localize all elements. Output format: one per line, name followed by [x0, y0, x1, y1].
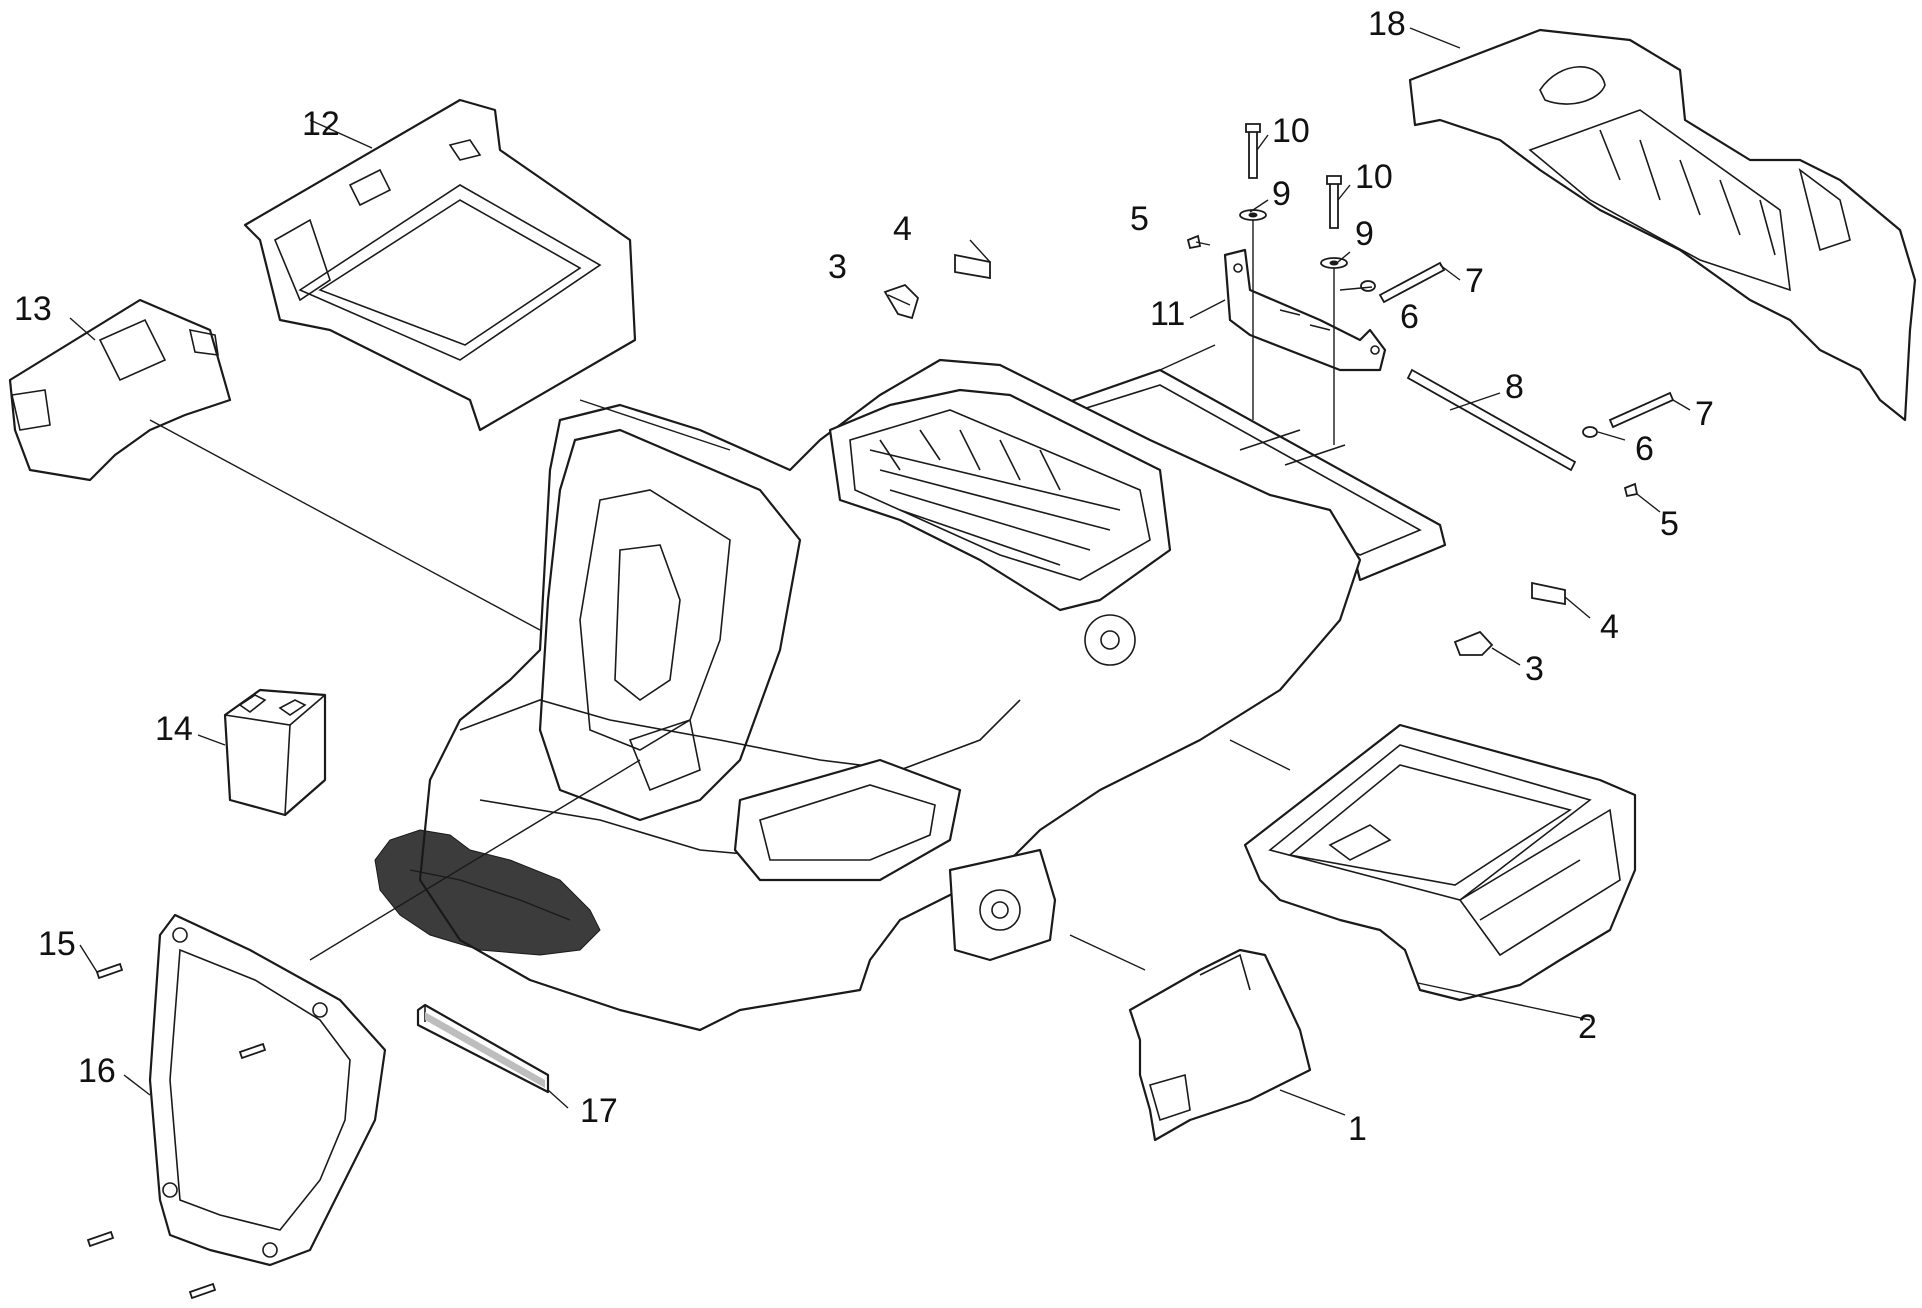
part-18-rear-cover	[1408, 28, 1917, 422]
callout-1: 1	[1348, 1110, 1367, 1148]
callout-17: 17	[580, 1092, 618, 1130]
callout-3b: 3	[1525, 650, 1544, 688]
callout-18: 18	[1368, 5, 1406, 43]
callout-13: 13	[14, 290, 52, 328]
part-14-battery	[223, 688, 327, 817]
callout-7a: 7	[1465, 262, 1484, 300]
callout-8: 8	[1505, 368, 1524, 406]
callout-5a: 5	[1130, 200, 1149, 238]
callout-15: 15	[38, 925, 76, 963]
part-main-body	[418, 358, 1362, 1032]
callout-3a: 3	[828, 248, 847, 286]
callout-9b: 9	[1355, 215, 1374, 253]
part-12-hopper-tray	[243, 98, 637, 432]
part-17-strip	[416, 1003, 550, 1094]
callout-10b: 10	[1355, 158, 1393, 196]
callout-12: 12	[302, 105, 340, 143]
callout-6a: 6	[1400, 298, 1419, 336]
part-8-rod	[1406, 368, 1577, 472]
callout-7b: 7	[1695, 395, 1714, 433]
side-brush	[374, 829, 601, 956]
part-1-side-panel	[1128, 948, 1312, 1142]
callout-2: 2	[1578, 1008, 1597, 1046]
callout-9a: 9	[1272, 175, 1291, 213]
part-16-front-panel	[148, 913, 387, 1267]
callout-numbers: 1 2 3 3 4 4 5 5 6 6 7 7 8 9 9 10 10 11 1…	[14, 5, 1714, 1148]
callout-5b: 5	[1660, 505, 1679, 543]
callout-4a: 4	[893, 210, 912, 248]
callout-16: 16	[78, 1052, 116, 1090]
callout-4b: 4	[1600, 608, 1619, 646]
callout-10a: 10	[1272, 112, 1310, 150]
part-13-side-cover	[8, 298, 232, 482]
callout-6b: 6	[1635, 430, 1654, 468]
callout-14: 14	[155, 710, 193, 748]
leader-lines	[69, 27, 1691, 1116]
part-2-waste-container	[1243, 723, 1637, 1002]
callout-11: 11	[1150, 295, 1185, 333]
part-11-bracket	[1223, 248, 1387, 372]
